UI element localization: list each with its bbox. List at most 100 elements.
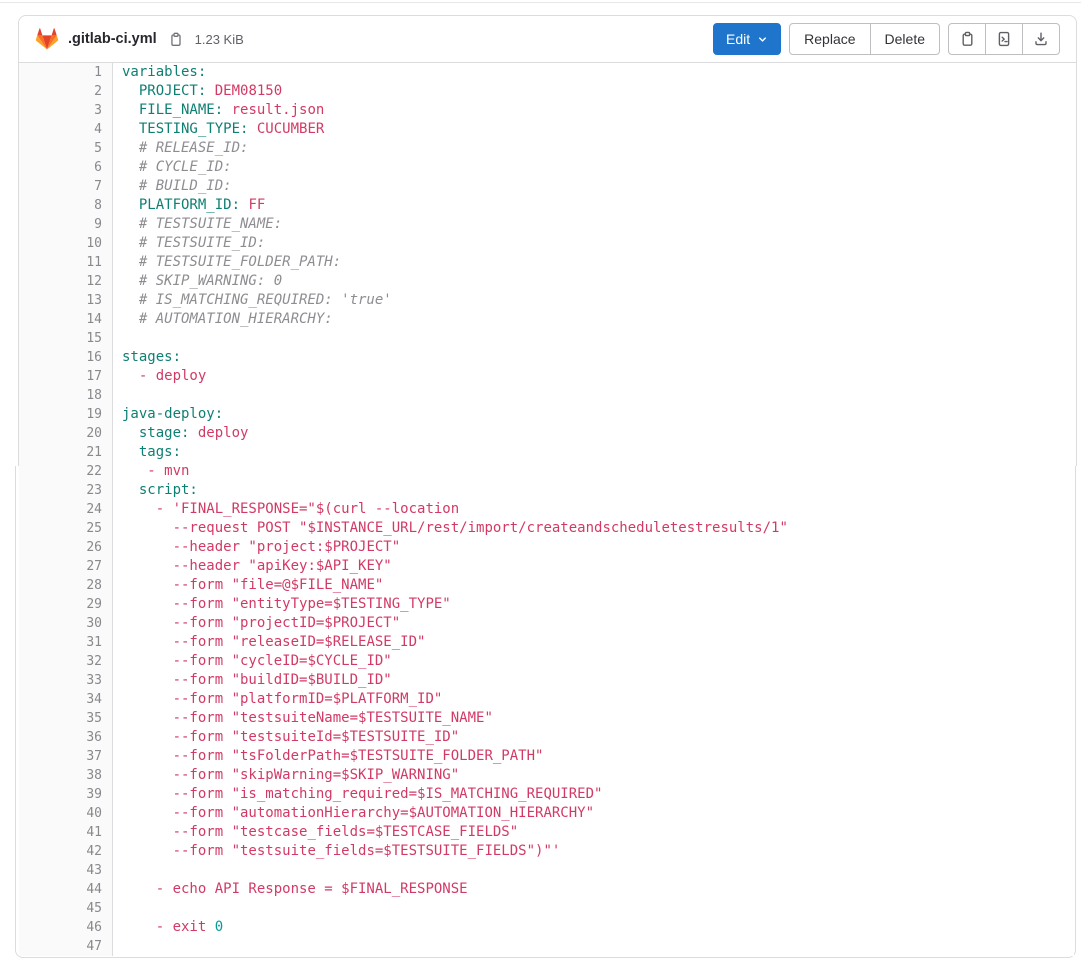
- line-number[interactable]: 5: [19, 139, 113, 158]
- line-number[interactable]: 3: [19, 101, 113, 120]
- line-number[interactable]: 38: [19, 766, 113, 785]
- line-number[interactable]: 37: [19, 747, 113, 766]
- code-text: --form "file=@$FILE_NAME": [172, 577, 384, 593]
- code-line: 44 - echo API Response = $FINAL_RESPONSE: [19, 880, 1074, 899]
- line-number[interactable]: 8: [19, 196, 113, 215]
- code-line: 32 --form "cycleID=$CYCLE_ID": [19, 652, 1074, 671]
- code-text: # CYCLE_ID:: [138, 159, 232, 175]
- delete-button-label: Delete: [884, 31, 925, 47]
- download-button[interactable]: [1022, 23, 1060, 55]
- code-line: 36 --form "testsuiteId=$TESTSUITE_ID": [19, 728, 1074, 747]
- line-number[interactable]: 29: [19, 595, 113, 614]
- code-text: variables:: [122, 64, 207, 80]
- code-line: 14 # AUTOMATION_HIERARCHY:: [19, 310, 1074, 329]
- line-number[interactable]: 31: [19, 633, 113, 652]
- line-number[interactable]: 30: [19, 614, 113, 633]
- code-line: 13 # IS_MATCHING_REQUIRED: 'true': [19, 291, 1074, 310]
- line-number[interactable]: 24: [19, 500, 113, 519]
- clipboard-icon: [170, 32, 181, 46]
- replace-button[interactable]: Replace: [789, 23, 871, 55]
- line-number[interactable]: 16: [19, 348, 113, 367]
- line-number[interactable]: 28: [19, 576, 113, 595]
- code-text: --request POST "$INSTANCE_URL/rest/impor…: [172, 520, 788, 536]
- code-text: FILE_NAME: result.json: [138, 102, 325, 118]
- code-line: 24 - 'FINAL_RESPONSE="$(curl --location: [19, 500, 1074, 519]
- line-number[interactable]: 44: [19, 880, 113, 899]
- line-number[interactable]: 20: [19, 424, 113, 443]
- line-number[interactable]: 6: [19, 158, 113, 177]
- line-number[interactable]: 40: [19, 804, 113, 823]
- code-text: - mvn: [147, 463, 190, 479]
- code-line: 11 # TESTSUITE_FOLDER_PATH:: [19, 253, 1074, 272]
- line-number[interactable]: 10: [19, 234, 113, 253]
- copy-file-contents-button[interactable]: [948, 23, 986, 55]
- code-text: --form "automationHierarchy=$AUTOMATION_…: [172, 805, 595, 821]
- line-number[interactable]: 22: [19, 462, 113, 481]
- line-number[interactable]: 19: [19, 405, 113, 424]
- line-number[interactable]: 45: [19, 899, 113, 918]
- code-text: --form "is_matching_required=$IS_MATCHIN…: [172, 786, 603, 802]
- line-number[interactable]: 4: [19, 120, 113, 139]
- copy-file-path-button[interactable]: [166, 30, 185, 49]
- file-icon-button-group: [948, 23, 1060, 55]
- line-number[interactable]: 21: [19, 443, 113, 462]
- code-text: TESTING_TYPE: CUCUMBER: [138, 121, 325, 137]
- code-line: 17 - deploy: [19, 367, 1074, 386]
- line-number[interactable]: 42: [19, 842, 113, 861]
- replace-delete-button-group: Replace Delete: [789, 23, 940, 55]
- delete-button[interactable]: Delete: [869, 23, 940, 55]
- line-number[interactable]: 11: [19, 253, 113, 272]
- code-text: --form "skipWarning=$SKIP_WARNING": [172, 767, 460, 783]
- code-line: 43: [19, 861, 1074, 880]
- line-number[interactable]: 14: [19, 310, 113, 329]
- code-text: # IS_MATCHING_REQUIRED: 'true': [138, 292, 392, 308]
- line-number[interactable]: 1: [19, 63, 113, 82]
- line-number[interactable]: 25: [19, 519, 113, 538]
- code-text: --form "testsuiteId=$TESTSUITE_ID": [172, 729, 460, 745]
- line-number[interactable]: 34: [19, 690, 113, 709]
- line-number[interactable]: 23: [19, 481, 113, 500]
- line-number[interactable]: 27: [19, 557, 113, 576]
- code-text: --form "testcase_fields=$TESTCASE_FIELDS…: [172, 824, 519, 840]
- line-number[interactable]: 15: [19, 329, 113, 348]
- code-text: --form "platformID=$PLATFORM_ID": [172, 691, 443, 707]
- line-number[interactable]: 47: [19, 937, 113, 956]
- code-line: 40 --form "automationHierarchy=$AUTOMATI…: [19, 804, 1074, 823]
- code-text: [113, 861, 122, 880]
- line-number[interactable]: 9: [19, 215, 113, 234]
- line-number[interactable]: 46: [19, 918, 113, 937]
- chevron-down-icon: [759, 36, 767, 42]
- line-number[interactable]: 2: [19, 82, 113, 101]
- line-number[interactable]: 39: [19, 785, 113, 804]
- code-text: # TESTSUITE_ID:: [138, 235, 266, 251]
- line-number[interactable]: 26: [19, 538, 113, 557]
- line-number[interactable]: 13: [19, 291, 113, 310]
- file-name: .gitlab-ci.yml: [68, 31, 157, 47]
- code-text: stages:: [122, 349, 182, 365]
- line-number[interactable]: 7: [19, 177, 113, 196]
- code-text: PROJECT: DEM08150: [138, 83, 283, 99]
- code-line: 42 --form "testsuite_fields=$TESTSUITE_F…: [19, 842, 1074, 861]
- line-number[interactable]: 32: [19, 652, 113, 671]
- edit-button-label: Edit: [726, 31, 751, 47]
- line-number[interactable]: 17: [19, 367, 113, 386]
- line-number[interactable]: 33: [19, 671, 113, 690]
- code-viewer: 1 variables: 2 PROJECT: DEM08150 3 FILE_NAM…: [19, 63, 1074, 956]
- code-text: [113, 937, 122, 956]
- code-line: 28 --form "file=@$FILE_NAME": [19, 576, 1074, 595]
- line-number[interactable]: 41: [19, 823, 113, 842]
- outer-container-card: [15, 466, 1076, 958]
- line-number[interactable]: 43: [19, 861, 113, 880]
- code-text: tags:: [138, 444, 182, 460]
- edit-dropdown-button[interactable]: Edit: [713, 23, 782, 55]
- line-number[interactable]: 12: [19, 272, 113, 291]
- code-line: 25 --request POST "$INSTANCE_URL/rest/im…: [19, 519, 1074, 538]
- code-text: # TESTSUITE_NAME:: [138, 216, 283, 232]
- line-number[interactable]: 36: [19, 728, 113, 747]
- open-raw-button[interactable]: [985, 23, 1023, 55]
- line-number[interactable]: 18: [19, 386, 113, 405]
- line-number[interactable]: 35: [19, 709, 113, 728]
- code-line: 5 # RELEASE_ID:: [19, 139, 1074, 158]
- code-text: [113, 899, 122, 918]
